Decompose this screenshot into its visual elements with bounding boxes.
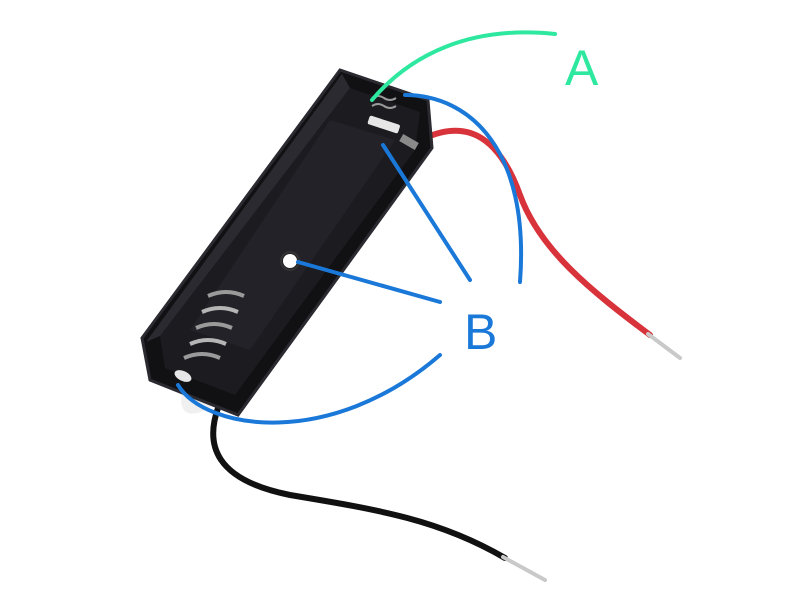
pointer-a-line	[370, 30, 557, 102]
label-b: B	[464, 304, 498, 360]
spring-contact	[183, 290, 245, 360]
black-wire	[210, 405, 547, 582]
holder-side-sheen	[146, 74, 350, 342]
flat-contact	[367, 115, 400, 134]
end-slot	[174, 370, 192, 382]
pointer-b-line-arc-bottom	[176, 353, 442, 425]
battery-holder	[140, 68, 434, 417]
red-wire	[422, 127, 682, 360]
mounting-hole	[283, 254, 297, 268]
pointer-b-line-hole	[296, 260, 442, 304]
label-a: A	[565, 40, 599, 96]
pointer-b-lines	[176, 93, 524, 425]
pointer-b-line-arc-top	[403, 93, 524, 284]
pointer-b-line-contact	[381, 143, 472, 282]
top-contacts	[367, 95, 419, 150]
terminal-tab	[399, 134, 419, 150]
holder-floor-highlight	[190, 120, 395, 350]
